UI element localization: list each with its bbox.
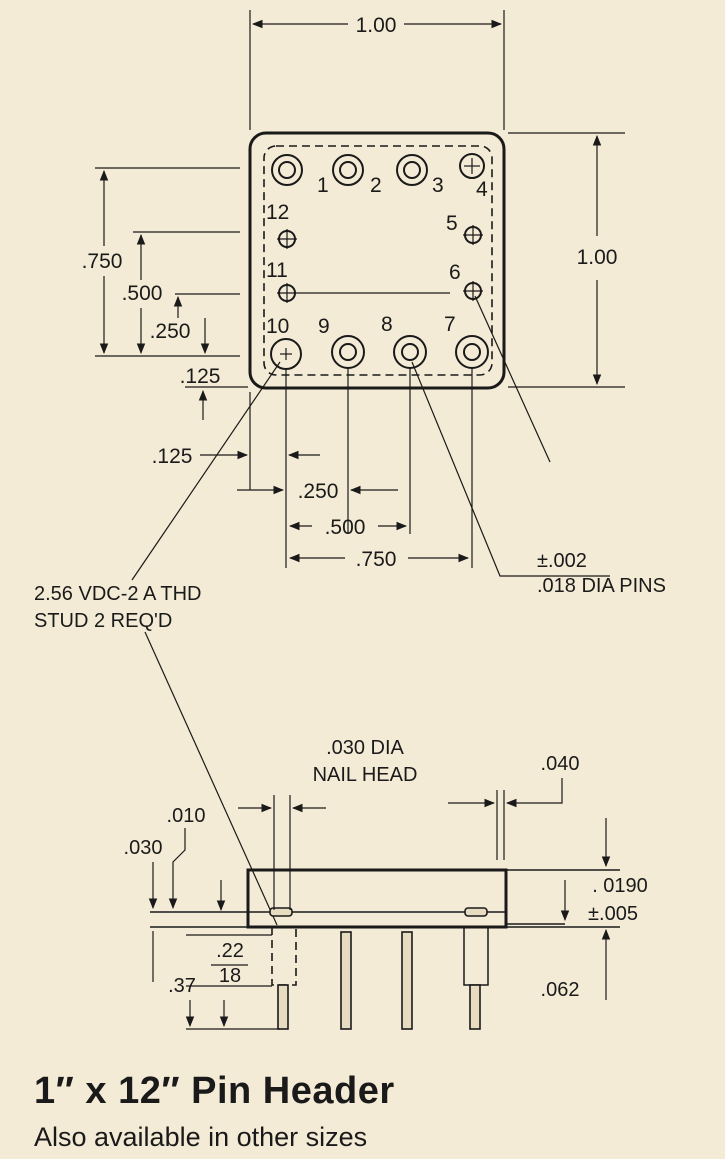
side-pin [277,984,289,1030]
pin-12 [277,229,297,249]
pin-7 [455,335,489,369]
nail-note-line1: .030 DIA [326,737,404,759]
side-pin [340,931,352,1030]
pin-label-5: 5 [446,212,458,235]
dim-010-label: .010 [167,805,206,827]
nail-head-right [464,907,488,917]
dim-030-label: .030 [124,837,163,859]
pin-label-2: 2 [370,174,382,197]
pin-1 [271,154,303,186]
dim-750-b-label: .750 [356,548,397,571]
dim-040-label: .040 [541,753,580,775]
pin-label-1: 1 [317,174,329,197]
pin-8 [393,335,427,369]
header-body-outline [248,131,506,390]
pin-label-4: 4 [476,178,488,201]
dim-18-label: 18 [219,965,241,987]
pin-11 [277,283,297,303]
pin-label-6: 6 [449,261,461,284]
page-title: 1″ x 12″ Pin Header [34,1070,395,1112]
leader-line [474,295,551,463]
side-view: .030 DIA NAIL HEAD .040 .010 .030 .22 18… [124,631,648,1030]
stud-right [463,926,489,986]
dim-005-label: ±.005 [588,903,638,925]
pin-label-10: 10 [266,315,289,338]
dim-250-b-label: .250 [298,480,339,503]
dim-250-label: .250 [150,320,191,343]
dim-125-v-label: .125 [180,365,221,388]
pin-5 [463,225,483,245]
stud-note-line2: STUD 2 REQ'D [34,610,172,632]
pin-2 [332,154,364,186]
dim-0190-label: . 0190 [592,875,648,897]
dim-22-label: .22 [216,940,244,962]
dim-750-label: .750 [82,250,123,273]
page-subtitle: Also available in other sizes [34,1122,368,1152]
pin-3 [396,154,428,186]
stud-leader [131,361,281,581]
stud-note-line1: 2.56 VDC-2 A THD [34,583,201,605]
nail-head-left [269,907,293,917]
dim-line [505,778,563,808]
top-view: 1.00 1.00 .750 .500 .250 .125 . [34,10,666,632]
dim-062-label: .062 [541,979,580,1001]
pin-label-9: 9 [318,315,330,338]
stud-left [271,926,297,986]
pin-4 [459,153,485,179]
pin-label-3: 3 [432,174,444,197]
dim-500-label: .500 [122,282,163,305]
pin-6 [463,281,483,301]
dim-125-h-label: .125 [152,445,193,468]
dim-height-label: 1.00 [577,246,618,269]
tolerance-note: ±.002 [537,550,587,572]
pin-dia-note: .018 DIA PINS [537,575,666,597]
pin-dia-leader [411,361,610,577]
side-pin [469,984,481,1030]
header-body-side [246,868,508,929]
header-inner-dashed [263,145,493,376]
side-pin [401,931,413,1030]
pin-label-11: 11 [266,259,288,282]
dim-width-label: 1.00 [356,14,397,37]
pin-label-12: 12 [266,201,289,224]
dim-500-b-label: .500 [325,516,366,539]
pin-10 [270,338,302,370]
pin-label-7: 7 [444,313,456,336]
dim-37-label: .37 [168,975,196,997]
nail-note-line2: NAIL HEAD [313,764,418,786]
pin-label-8: 8 [381,313,393,336]
dim-line [168,828,186,910]
pin-9 [331,335,365,369]
stud-leader-side [144,631,278,926]
